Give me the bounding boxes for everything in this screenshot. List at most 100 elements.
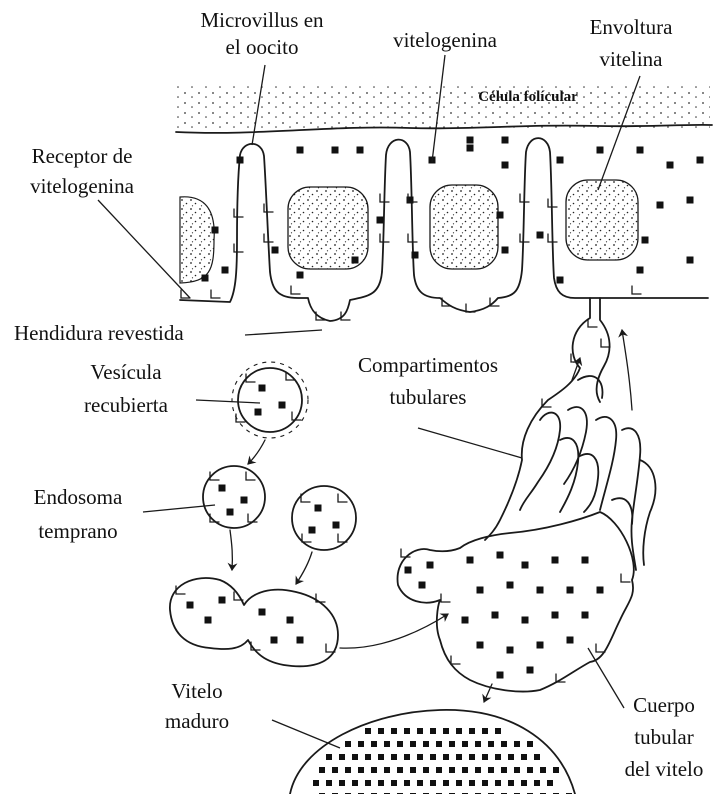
mature-yolk-platelet <box>290 710 575 794</box>
yolk-granule <box>391 728 397 734</box>
yolk-granule <box>404 780 410 786</box>
yolk-granule <box>326 754 332 760</box>
vitellogenin-particle <box>287 617 294 624</box>
yolk-granule <box>456 780 462 786</box>
vitellogenin-particle <box>537 587 544 594</box>
vitellogenin-particle <box>352 257 359 264</box>
vitellogenin-particle <box>697 157 704 164</box>
yolk-granule <box>456 728 462 734</box>
yolk-granule <box>488 767 494 773</box>
vitellogenin-particle <box>237 157 244 164</box>
yolk-granule <box>495 754 501 760</box>
yolk-granule <box>365 754 371 760</box>
yolk-granule <box>469 728 475 734</box>
yolk-granule <box>417 780 423 786</box>
yolk-granule <box>469 754 475 760</box>
label-microvillus-line1: Microvillus en <box>200 8 324 32</box>
receptor-mark <box>176 586 185 594</box>
yolk-granule <box>547 780 553 786</box>
vitellogenin-particle <box>552 612 559 619</box>
yolk-granule <box>391 754 397 760</box>
yolk-granule <box>456 754 462 760</box>
yolk-granule <box>508 754 514 760</box>
receptor-mark <box>211 290 220 298</box>
label-tubular-compartments-line2: tubulares <box>390 385 467 409</box>
yolk-granule <box>462 767 468 773</box>
vitellogenin-particle <box>477 587 484 594</box>
yolk-granule <box>352 780 358 786</box>
yolk-granule <box>378 780 384 786</box>
receptor-mark <box>588 319 597 327</box>
label-coated-vesicle-line2: recubierta <box>84 393 169 417</box>
follicle-cell-layer <box>176 85 712 133</box>
vitellogenin-particle <box>272 247 279 254</box>
yolk-granule <box>332 767 338 773</box>
label-tubular-body-line3: del vitelo <box>625 757 704 781</box>
yolk-granule <box>365 728 371 734</box>
vitellogenin-particle <box>597 587 604 594</box>
vitellogenin-particle <box>412 252 419 259</box>
receptor-mark <box>520 234 529 242</box>
vitellogenin-particle <box>477 642 484 649</box>
yolk-granule <box>521 780 527 786</box>
yolk-granule <box>469 780 475 786</box>
receptor-mark <box>596 644 605 652</box>
fused-endosomes <box>170 578 338 666</box>
vitellogenin-particle <box>377 217 384 224</box>
yolk-granule <box>534 754 540 760</box>
yolk-granule <box>436 767 442 773</box>
label-early-endosome-line2: temprano <box>38 519 117 543</box>
vitellogenin-particle <box>582 612 589 619</box>
yolk-granule <box>384 741 390 747</box>
yolk-granule <box>521 754 527 760</box>
vitellogenin-particle <box>507 582 514 589</box>
label-tubular-compartments-line1: Compartimentos <box>358 353 498 377</box>
vitellogenin-particle <box>315 505 322 512</box>
yolk-granule <box>371 767 377 773</box>
vitellogenin-particle <box>502 137 509 144</box>
yolk-granule <box>527 767 533 773</box>
vitellogenin-particle <box>219 485 226 492</box>
vitellogenin-particle <box>187 602 194 609</box>
vitellogenin-particle <box>522 562 529 569</box>
yolk-granule <box>371 741 377 747</box>
vitellogenin-particle <box>537 232 544 239</box>
vitellogenin-particle <box>279 402 286 409</box>
yolk-granule <box>482 754 488 760</box>
yolk-granule <box>417 754 423 760</box>
label-mature-yolk-line1: Vitelo <box>171 679 222 703</box>
label-tubular-body-line1: Cuerpo <box>633 693 695 717</box>
yolk-granule <box>423 741 429 747</box>
yolk-granule <box>430 780 436 786</box>
yolk-granule <box>540 767 546 773</box>
yolk-granule <box>443 728 449 734</box>
yolk-granule <box>501 767 507 773</box>
yolk-granule <box>527 741 533 747</box>
vitellogenin-particle <box>467 137 474 144</box>
label-coated-pit: Hendidura revestida <box>14 321 184 345</box>
vitellogenin-particle <box>687 257 694 264</box>
yolk-granule <box>345 741 351 747</box>
tubular-compartments <box>485 298 655 570</box>
label-early-endosome-line1: Endosoma <box>34 485 123 509</box>
vitellogenin-particle <box>657 202 664 209</box>
vitellogenin-particle <box>637 147 644 154</box>
yolk-granule <box>397 767 403 773</box>
coated-vesicle <box>232 362 308 438</box>
yolk-granule <box>475 767 481 773</box>
vitellogenin-particle <box>497 672 504 679</box>
receptor-mark <box>234 244 243 252</box>
yolk-granule <box>345 767 351 773</box>
yolk-granule <box>534 780 540 786</box>
vitellogenin-particle <box>467 557 474 564</box>
yolk-granule <box>553 767 559 773</box>
vitellogenin-particle <box>297 147 304 154</box>
yolk-granule <box>514 767 520 773</box>
vitellogenin-particle <box>255 409 262 416</box>
label-microvillus-line2: el oocito <box>226 35 299 59</box>
vitellogenin-particle <box>333 522 340 529</box>
label-receptor-line2: vitelogenina <box>30 174 134 198</box>
vitellogenin-particle <box>427 562 434 569</box>
vitellogenin-particle <box>297 272 304 279</box>
yolk-granule <box>397 741 403 747</box>
